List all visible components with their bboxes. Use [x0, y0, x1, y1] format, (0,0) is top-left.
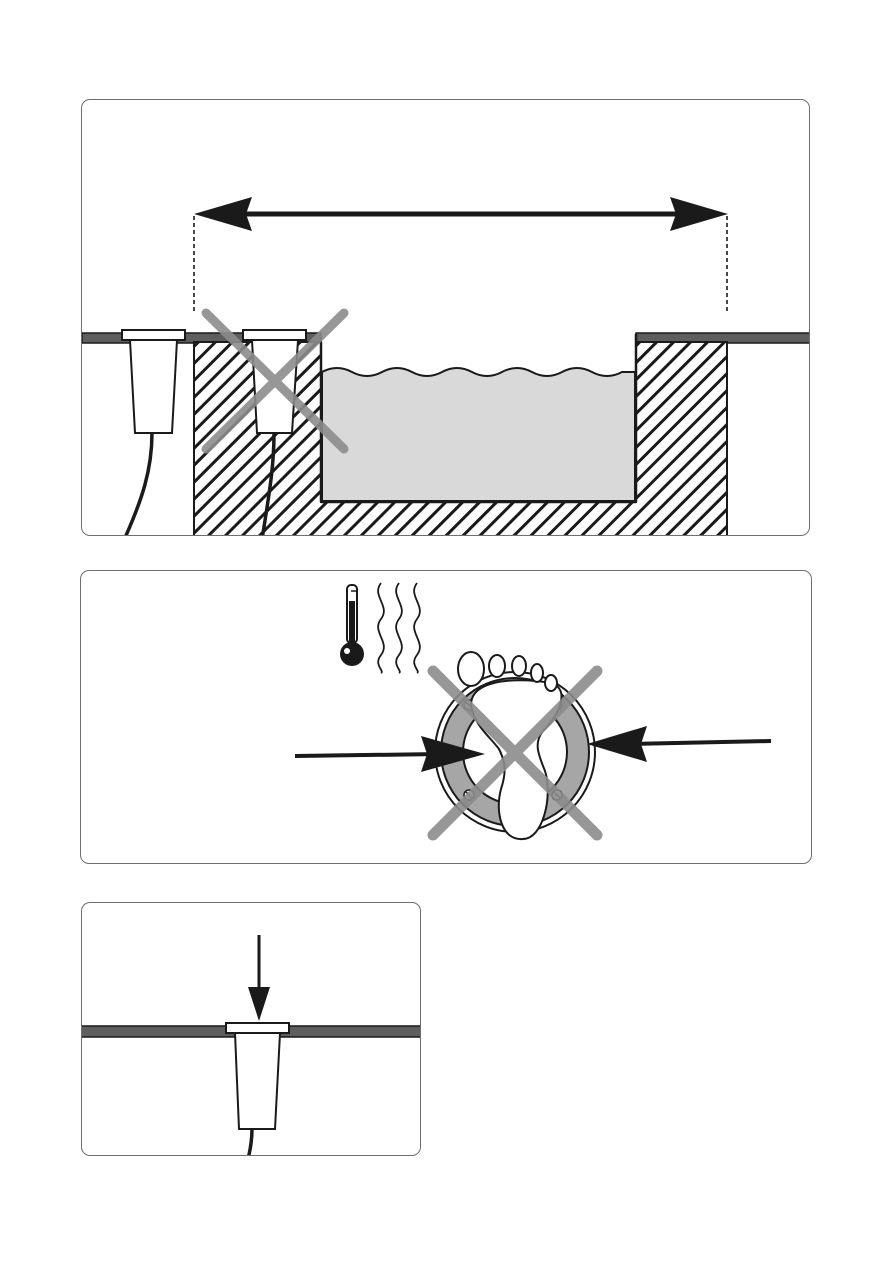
temperature-diagram — [81, 571, 812, 864]
heat-waves-icon — [378, 583, 420, 673]
temperature-panel — [80, 570, 812, 864]
installation-diagram — [82, 903, 421, 1156]
lamp-allowed — [122, 330, 185, 536]
distance-diagram — [82, 100, 810, 536]
distance-guide-lines — [194, 216, 727, 313]
distance-panel — [81, 99, 810, 536]
arrow-icon — [248, 935, 270, 1021]
lamp-installed — [226, 1023, 289, 1156]
installation-panel — [81, 902, 421, 1156]
pool-water — [321, 334, 636, 502]
distance-arrow-icon — [194, 197, 728, 231]
thermometer-icon — [340, 585, 364, 666]
